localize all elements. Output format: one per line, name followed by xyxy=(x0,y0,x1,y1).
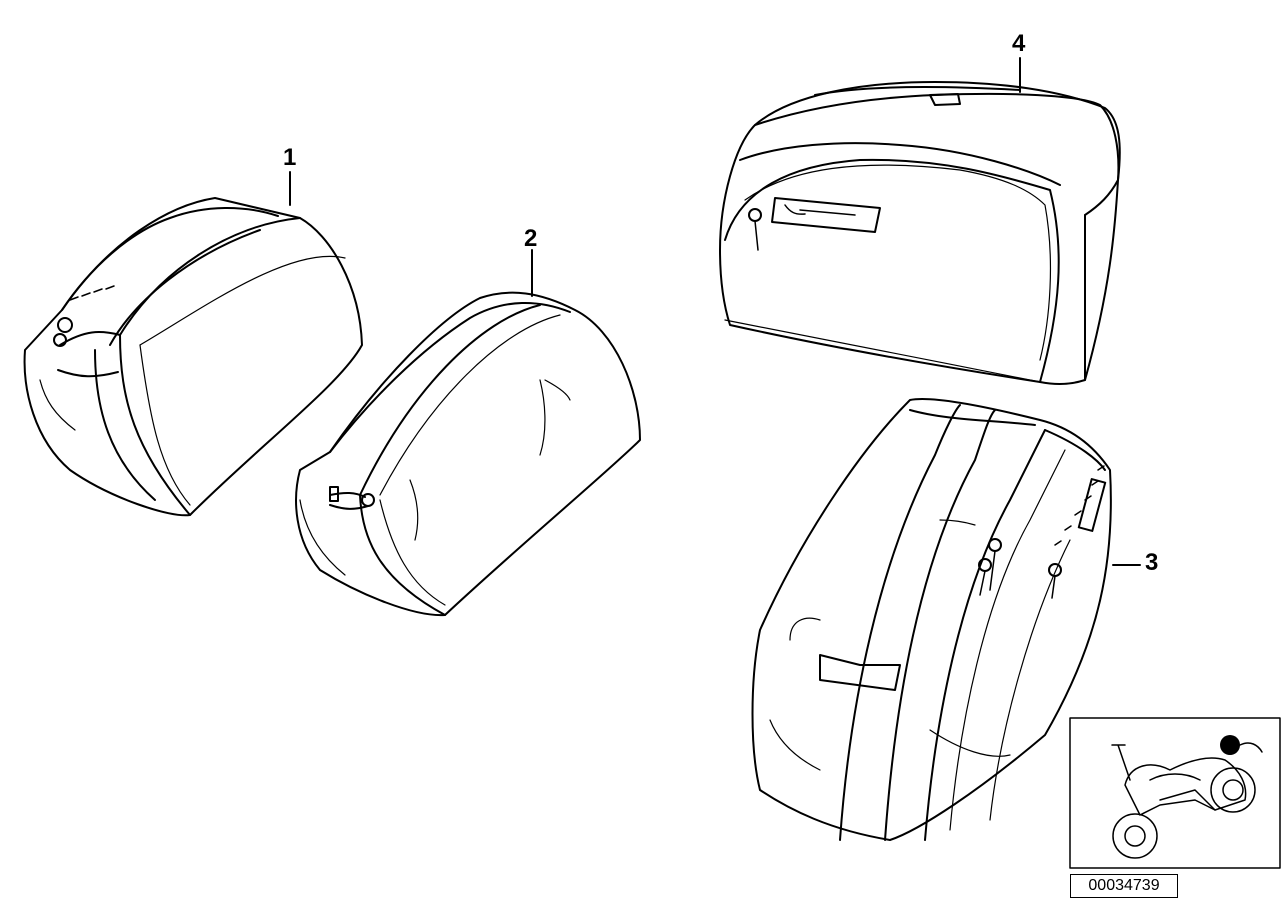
brand-badge-icon xyxy=(771,197,881,233)
part-3-inner-bag[interactable] xyxy=(751,398,1112,841)
part-2-inner-bag[interactable] xyxy=(295,291,641,617)
callout-3[interactable]: 3 xyxy=(1145,549,1159,576)
motorcycle-location-icon xyxy=(1111,744,1256,859)
part-4-inner-bag[interactable] xyxy=(719,81,1121,386)
location-thumbnail xyxy=(1069,717,1281,869)
part-1-inner-bag[interactable] xyxy=(23,197,363,517)
callout-4[interactable]: 4 xyxy=(1012,30,1026,57)
callout-2[interactable]: 2 xyxy=(524,225,538,252)
diagram-part-number: 00034739 xyxy=(1070,874,1178,898)
callout-1[interactable]: 1 xyxy=(283,144,297,171)
location-marker xyxy=(1220,735,1240,755)
